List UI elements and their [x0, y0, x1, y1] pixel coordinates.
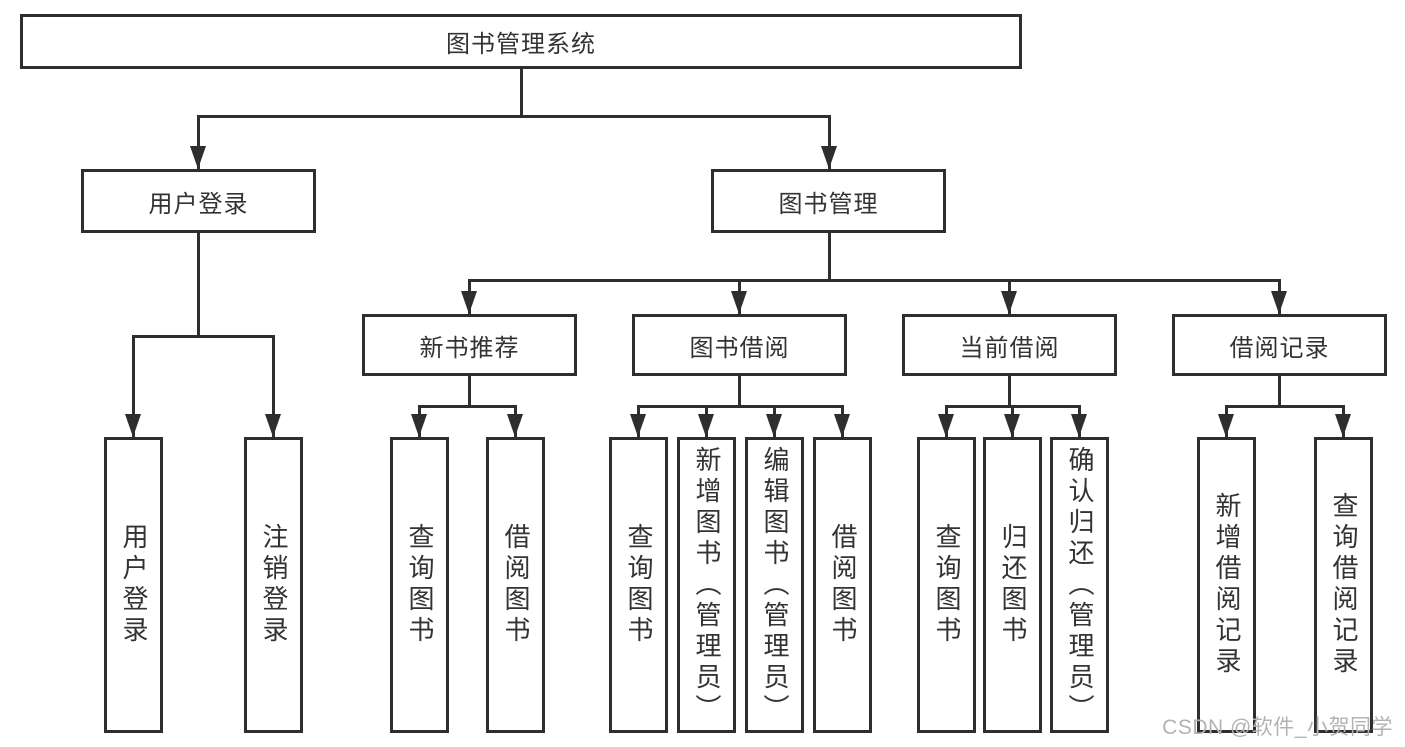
watermark: CSDN @软件_小贺同学	[1162, 716, 1393, 739]
connector-vline	[467, 376, 471, 406]
leaf-records-add-record: 新增借阅记录	[1197, 437, 1256, 733]
node-current-borrow: 当前借阅	[902, 314, 1117, 376]
arrow-down-icon	[731, 291, 747, 314]
arrow-down-icon	[938, 414, 954, 437]
connector-vline	[827, 116, 831, 169]
arrow-down-icon	[461, 291, 477, 314]
node-book-management: 图书管理	[711, 169, 946, 233]
node-user-login: 用户登录	[81, 169, 316, 233]
arrow-down-icon	[766, 414, 782, 437]
leaf-borrow-borrow-books: 借阅图书	[813, 437, 872, 733]
leaf-newbook-borrow-books: 借阅图书	[486, 437, 545, 733]
arrow-down-icon	[821, 146, 837, 169]
connector-hline	[131, 334, 275, 338]
leaf-records-query-record: 查询借阅记录	[1314, 437, 1373, 733]
connector-hline	[196, 114, 831, 118]
arrow-down-icon	[265, 414, 281, 437]
connector-hline	[417, 404, 517, 408]
connector-vline	[271, 336, 275, 437]
connector-hline	[1224, 404, 1345, 408]
arrow-down-icon	[1004, 414, 1020, 437]
arrow-down-icon	[190, 146, 206, 169]
node-borrow-records: 借阅记录	[1172, 314, 1387, 376]
connector-vline	[196, 116, 200, 169]
leaf-logout: 注销登录	[244, 437, 303, 733]
arrow-down-icon	[1271, 291, 1287, 314]
leaf-borrow-add-books-admin: 新增图书（管理员）	[677, 437, 736, 733]
arrow-down-icon	[834, 414, 850, 437]
arrow-down-icon	[507, 414, 523, 437]
arrow-down-icon	[411, 414, 427, 437]
leaf-newbook-query-books: 查询图书	[390, 437, 449, 733]
connector-vline	[827, 233, 831, 280]
arrow-down-icon	[1335, 414, 1351, 437]
connector-vline	[1007, 376, 1011, 406]
node-root: 图书管理系统	[20, 14, 1022, 69]
arrow-down-icon	[1071, 414, 1087, 437]
connector-hline	[467, 278, 1281, 282]
connector-vline	[737, 376, 741, 406]
leaf-borrow-edit-books-admin: 编辑图书（管理员）	[745, 437, 804, 733]
leaf-current-query-books: 查询图书	[917, 437, 976, 733]
arrow-down-icon	[698, 414, 714, 437]
node-book-borrow: 图书借阅	[632, 314, 847, 376]
arrow-down-icon	[1218, 414, 1234, 437]
arrow-down-icon	[1001, 291, 1017, 314]
leaf-current-confirm-return-admin: 确认归还（管理员）	[1050, 437, 1109, 733]
leaf-borrow-query-books: 查询图书	[609, 437, 668, 733]
connector-vline	[196, 233, 200, 336]
arrow-down-icon	[125, 414, 141, 437]
arrow-down-icon	[630, 414, 646, 437]
node-new-book-recommend: 新书推荐	[362, 314, 577, 376]
connector-vline	[1277, 376, 1281, 406]
connector-vline	[131, 336, 135, 437]
leaf-user-login: 用户登录	[104, 437, 163, 733]
connector-vline	[519, 69, 523, 116]
connector-hline	[636, 404, 844, 408]
leaf-current-return-books: 归还图书	[983, 437, 1042, 733]
